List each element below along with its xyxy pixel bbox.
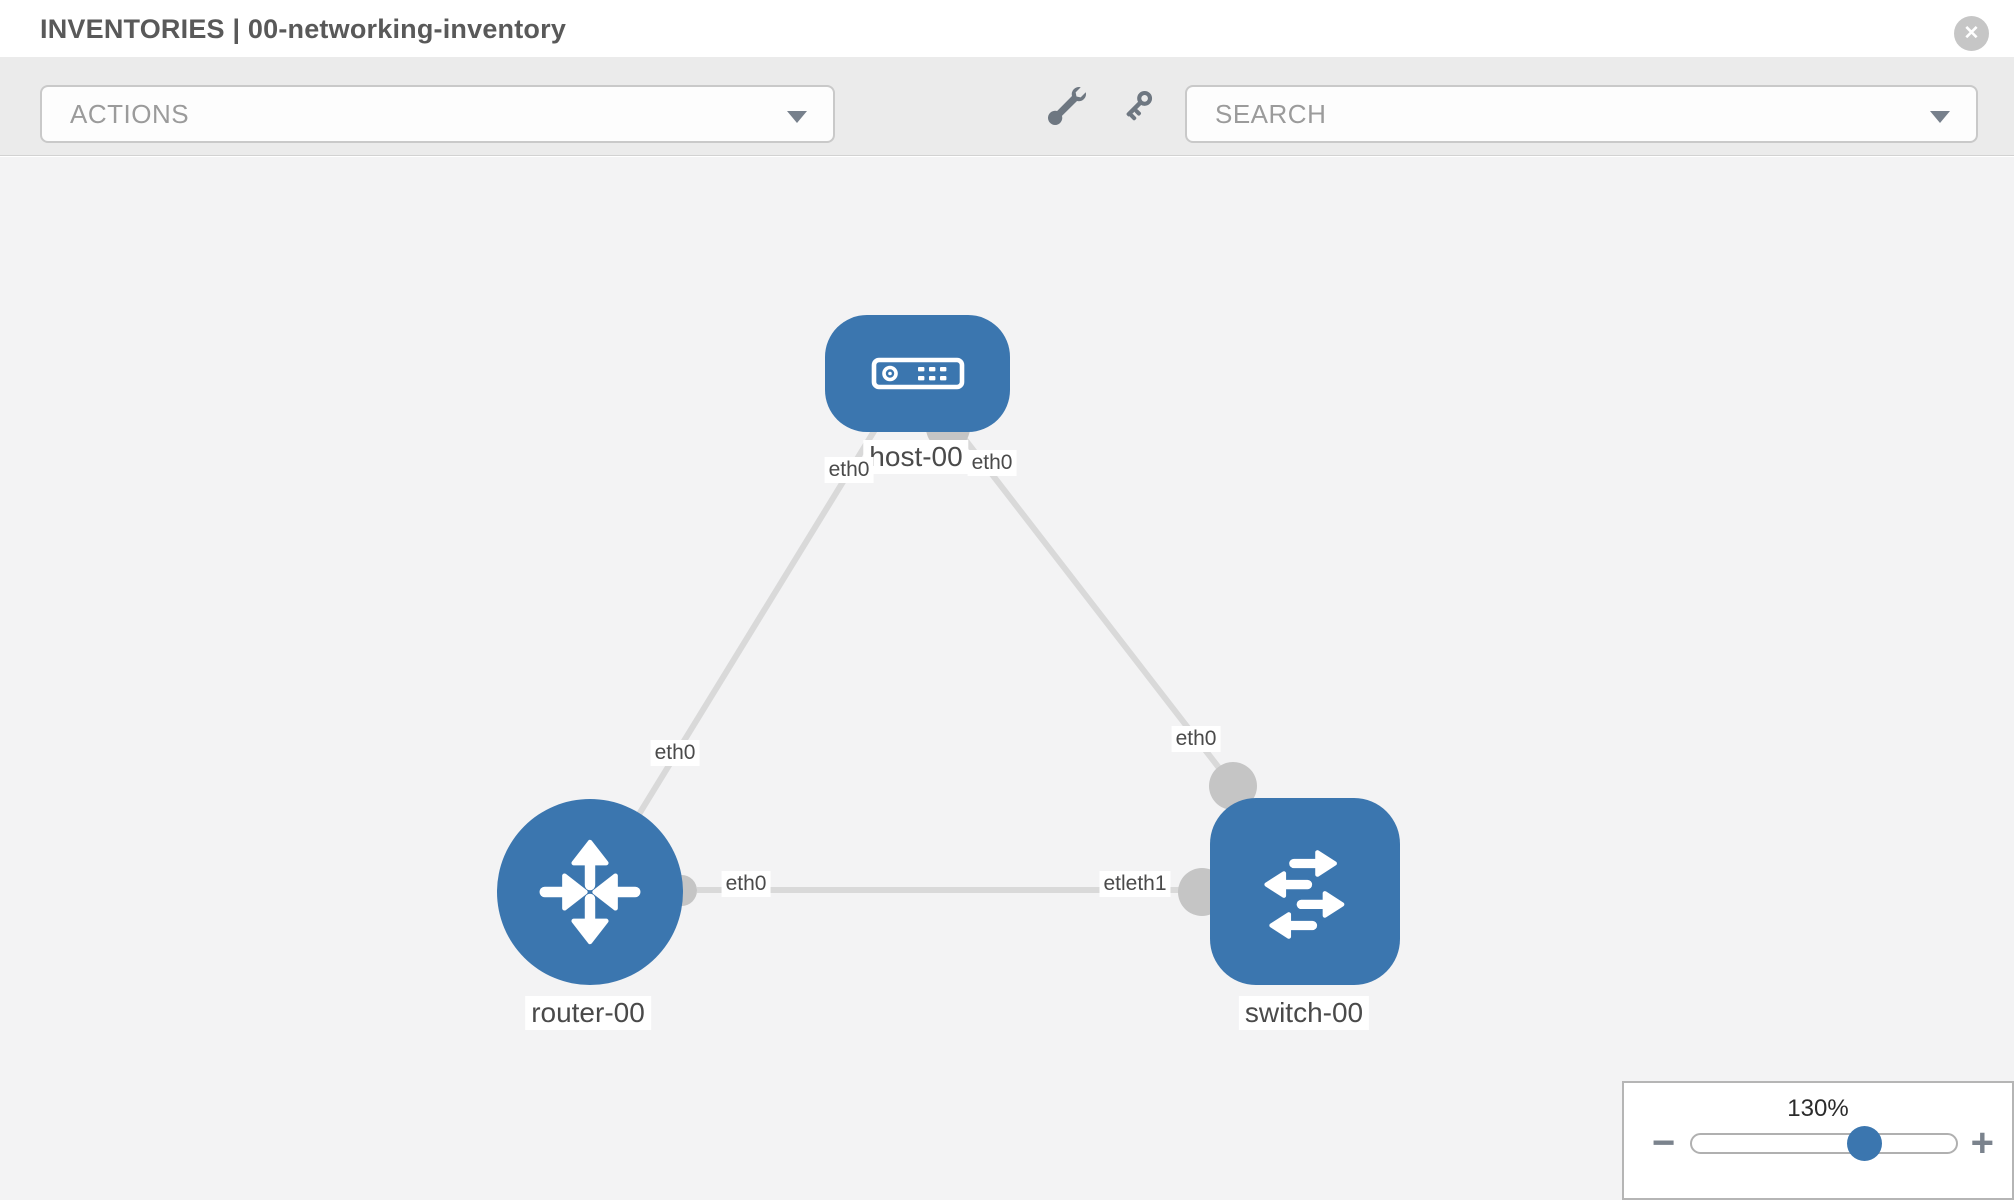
node-label-host-00: host-00 xyxy=(863,440,969,474)
zoom-in-button[interactable]: + xyxy=(1970,1121,1994,1165)
topology-canvas[interactable]: host-00 router-00 switch-00 eth0 eth0 et… xyxy=(0,157,2014,1200)
link-host-switch xyxy=(947,418,1236,788)
actions-dropdown[interactable]: ACTIONS xyxy=(40,85,835,143)
header: INVENTORIES | 00-networking-inventory ✕ xyxy=(0,0,2014,57)
zoom-control-panel: 130% − + xyxy=(1622,1081,2014,1200)
node-switch-00[interactable] xyxy=(1210,798,1400,985)
iface-label: eth0 xyxy=(650,740,700,766)
zoom-out-button[interactable]: − xyxy=(1652,1121,1676,1165)
link-host-router xyxy=(603,413,887,870)
router-arrows-icon xyxy=(539,839,641,945)
topology-links xyxy=(603,413,1236,893)
chevron-down-icon xyxy=(1930,111,1950,123)
node-label-router-00: router-00 xyxy=(525,996,651,1030)
chevron-down-icon xyxy=(787,111,807,123)
zoom-slider-thumb[interactable] xyxy=(1847,1126,1882,1161)
iface-label: eth0 xyxy=(721,871,771,897)
actions-dropdown-label: ACTIONS xyxy=(70,98,190,129)
wrench-icon[interactable] xyxy=(1048,86,1086,125)
zoom-slider-track[interactable] xyxy=(1690,1133,1958,1154)
search-placeholder: SEARCH xyxy=(1215,98,1327,129)
key-icon[interactable] xyxy=(1118,87,1156,125)
node-label-switch-00: switch-00 xyxy=(1238,996,1370,1030)
node-host-00[interactable] xyxy=(825,315,1010,432)
close-icon: ✕ xyxy=(1963,23,1980,44)
iface-label: eth0 xyxy=(967,450,1017,476)
node-router-00[interactable] xyxy=(497,799,683,985)
iface-label: etleth1 xyxy=(1099,871,1171,897)
switch-arrows-icon xyxy=(1264,849,1345,939)
iface-label: eth0 xyxy=(824,457,874,483)
page-title: INVENTORIES | 00-networking-inventory xyxy=(40,14,567,44)
close-button[interactable]: ✕ xyxy=(1954,16,1989,51)
iface-label: eth0 xyxy=(1171,726,1221,752)
toolbar: ACTIONS SEARCH xyxy=(0,57,2014,156)
search-dropdown[interactable]: SEARCH xyxy=(1185,85,1978,143)
zoom-level: 130% xyxy=(1787,1095,1849,1122)
server-icon xyxy=(871,357,964,390)
